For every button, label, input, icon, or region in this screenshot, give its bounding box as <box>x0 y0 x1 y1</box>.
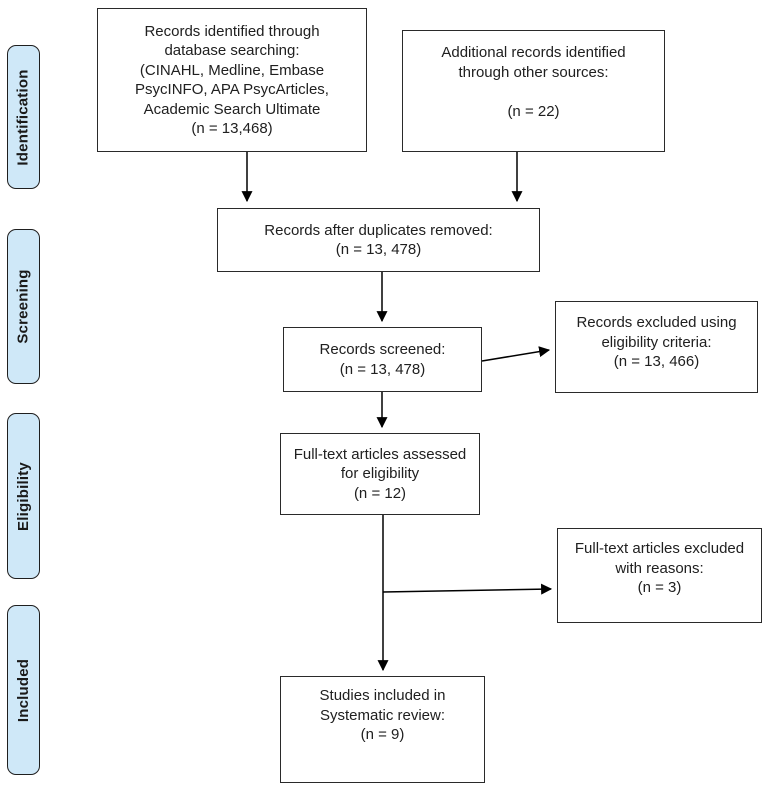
box-text-line: Academic Search Ultimate <box>143 100 321 118</box>
box-text-line: database searching: <box>164 42 300 59</box>
box-text-line: Studies included in <box>319 687 446 704</box>
box-text-line: (n = 13, 478) <box>339 360 426 378</box>
box-records-identified-database: Records identified through database sear… <box>97 8 367 152</box>
arrow-screened-to-excluded <box>481 346 551 362</box>
box-text-line: Additional records identified <box>441 44 626 61</box>
box-text-line: Records excluded using <box>576 314 737 331</box>
box-records-screened: Records screened: (n = 13, 478) <box>283 327 482 392</box>
stage-label-text: Included <box>15 658 32 722</box>
box-fulltext-excluded: Full-text articles excluded with reasons… <box>557 528 762 623</box>
box-records-after-duplicates-removed: Records after duplicates removed: (n = 1… <box>217 208 540 272</box>
stage-label-eligibility: Eligibility <box>7 413 40 579</box>
box-fulltext-assessed: Full-text articles assessed for eligibil… <box>280 433 480 515</box>
box-text-line: (CINAHL, Medline, Embase <box>139 61 325 79</box>
stage-label-text: Screening <box>15 269 33 344</box>
stage-label-text: Eligibility <box>15 461 32 531</box>
box-additional-records-other-sources: Additional records identified through ot… <box>402 30 665 152</box>
box-studies-included: Studies included in Systematic review: (… <box>280 676 485 783</box>
box-text-line: Full-text articles excluded <box>574 540 745 557</box>
arrow-fulltext-to-fulltext-excluded <box>382 583 553 595</box>
stage-label-included: Included <box>7 605 40 775</box>
box-text-line: Systematic review: <box>319 706 446 724</box>
stage-label-text: Identification <box>15 68 33 166</box>
box-text-line: Records screened: <box>319 341 446 358</box>
box-text-line: for eligibility <box>340 465 420 483</box>
box-text-line: through other sources: <box>458 63 609 81</box>
box-text-line: (n = 22) <box>507 102 560 120</box>
box-text-line: Full-text articles assessed <box>293 445 467 463</box>
box-text-line: (n = 13,468) <box>191 120 273 137</box>
box-text-line: (n = 12) <box>353 484 407 502</box>
stage-label-screening: Screening <box>7 229 40 384</box>
box-text-line: (n = 9) <box>360 726 405 743</box>
box-text-line: eligibility criteria: <box>601 333 712 351</box>
box-text-line: with reasons: <box>615 559 704 577</box>
box-text-line: (n = 3) <box>637 579 682 596</box>
box-text-line: PsycINFO, APA PsycArticles, <box>135 81 329 98</box>
box-text-line: Records identified through <box>144 22 320 40</box>
stage-label-identification: Identification <box>7 45 40 189</box>
box-text-line: Records after duplicates removed: <box>264 221 493 239</box>
box-text-line: (n = 13, 466) <box>613 353 700 370</box>
box-text-line: (n = 13, 478) <box>335 241 422 258</box>
box-records-excluded: Records excluded using eligibility crite… <box>555 301 758 393</box>
